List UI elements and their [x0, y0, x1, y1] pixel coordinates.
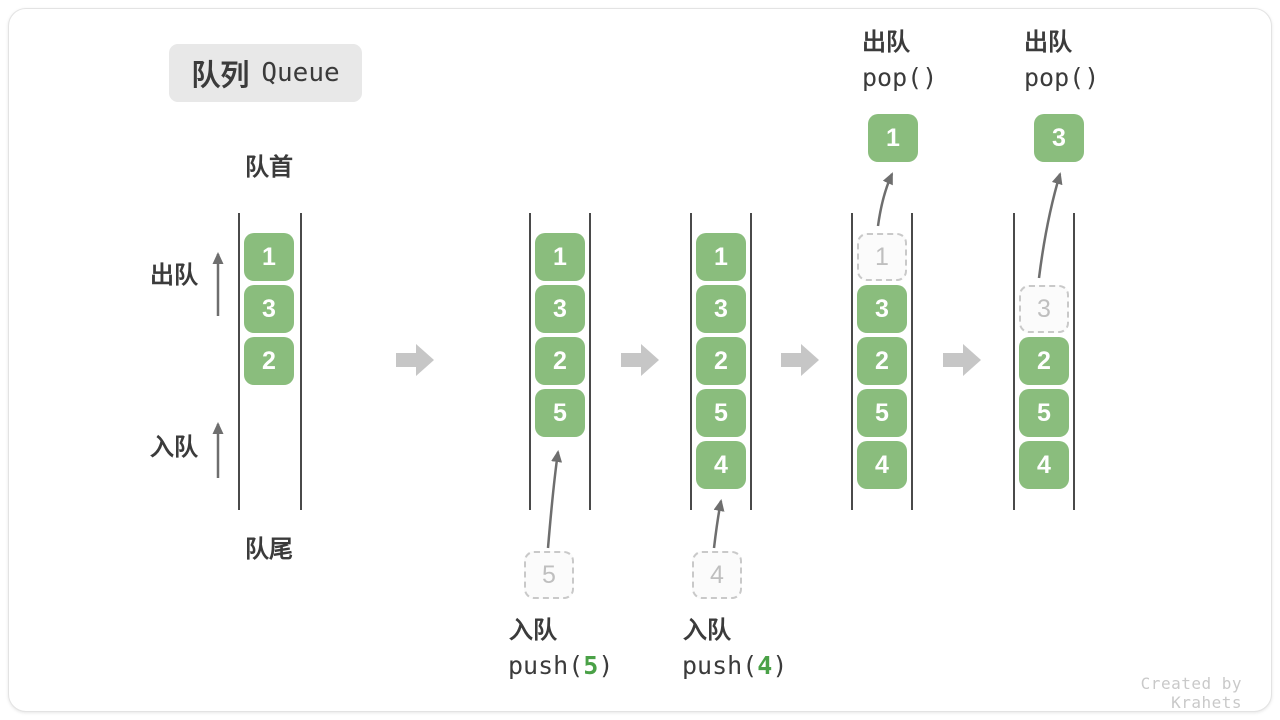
queue-item: 1 — [244, 233, 294, 281]
title-chinese: 队列 — [191, 60, 250, 92]
queue-item: 3 — [244, 285, 294, 333]
queue2-right-wall — [589, 213, 591, 510]
queue-item: 5 — [535, 389, 585, 437]
title-badge: 队列 Queue — [169, 44, 362, 102]
pop1-code: pop() — [862, 63, 938, 92]
queue4-right-wall — [911, 213, 913, 510]
queue1-left-wall — [238, 213, 240, 510]
queue-item: 5 — [1019, 389, 1069, 437]
pop2-code: pop() — [1024, 63, 1100, 92]
queue4-left-wall — [851, 213, 853, 510]
push1-code: push(5) — [508, 652, 613, 680]
title-english: Queue — [261, 58, 340, 88]
pop2-label: 出队 — [1024, 29, 1072, 56]
queue-front-label: 队首 — [245, 154, 293, 181]
queue-item: 2 — [857, 337, 907, 385]
queue-item: 3 — [857, 285, 907, 333]
queue1-right-wall — [300, 213, 302, 510]
staged-item: 5 — [524, 551, 574, 599]
popped-item: 3 — [1034, 114, 1084, 162]
queue3-left-wall — [690, 213, 692, 510]
code-arg: 4 — [757, 651, 773, 680]
queue-item: 5 — [857, 389, 907, 437]
pop1-label: 出队 — [862, 29, 910, 56]
queue-item: 2 — [1019, 337, 1069, 385]
queue-item: 2 — [535, 337, 585, 385]
queue-item: 4 — [857, 441, 907, 489]
watermark: Created by Krahets — [1140, 674, 1242, 712]
queue-item: 3 — [535, 285, 585, 333]
queue-item: 3 — [696, 285, 746, 333]
dequeue-side-label: 出队 — [150, 262, 198, 289]
push1-label: 入队 — [509, 617, 557, 644]
push2-code: push(4) — [682, 652, 787, 680]
popped-item: 1 — [868, 114, 918, 162]
code-text: push( — [508, 651, 584, 680]
queue-item: 1 — [696, 233, 746, 281]
queue5-left-wall — [1013, 213, 1015, 510]
queue3-right-wall — [750, 213, 752, 510]
code-text: ) — [598, 651, 614, 680]
queue-rear-label: 队尾 — [245, 536, 293, 563]
popped-slot-ghost: 1 — [857, 233, 907, 281]
queue-item: 4 — [696, 441, 746, 489]
queue-item: 2 — [244, 337, 294, 385]
queue-item: 1 — [535, 233, 585, 281]
queue-item: 4 — [1019, 441, 1069, 489]
staged-item: 4 — [692, 551, 742, 599]
queue-item: 2 — [696, 337, 746, 385]
queue-item: 5 — [696, 389, 746, 437]
queue5-right-wall — [1073, 213, 1075, 510]
code-text: push( — [682, 651, 758, 680]
code-text: ) — [772, 651, 788, 680]
popped-slot-ghost: 3 — [1019, 285, 1069, 333]
diagram-card — [8, 8, 1272, 712]
code-arg: 5 — [583, 651, 599, 680]
enqueue-side-label: 入队 — [150, 434, 198, 461]
push2-label: 入队 — [683, 617, 731, 644]
queue2-left-wall — [529, 213, 531, 510]
